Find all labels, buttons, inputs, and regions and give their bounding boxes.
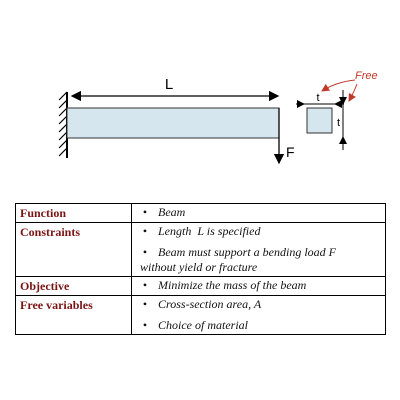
thickness-label-side: t [337,117,340,129]
table-row-objective: Objective • Minimize the mass of the bea… [15,276,386,296]
row-heading: Objective [15,276,132,296]
list-item: • Length L is specified [132,224,381,239]
list-item-continuation: without yield or fracture [140,260,258,274]
bullet-icon: • [142,205,148,219]
bullet-icon: • [142,245,148,259]
row-heading: Function [15,203,132,223]
row-heading: Free variables [15,295,132,335]
beam [66,107,280,139]
bullet-icon: • [142,297,148,311]
table-row-function: Function • Beam [15,203,386,223]
thickness-label-top: t [316,92,319,104]
bullet-icon: • [142,278,148,292]
table-row-free-variables: Free variables • Cross-section area, A •… [15,295,386,335]
bullet-icon: • [142,224,148,238]
list-item: • Choice of material [132,318,381,333]
force-label: F [286,144,295,160]
bullet-icon: • [142,318,148,332]
row-heading: Constraints [15,222,132,277]
cross-section-square [306,107,333,134]
fixed-wall [58,91,68,158]
list-item: • Beam must support a bending load F [132,245,381,260]
beam-diagram: L F t t Free [58,70,378,165]
design-requirements-table: Function • Beam Constraints • Length L i… [15,203,386,335]
list-item: • Cross-section area, A [132,297,381,312]
list-item: • Beam [132,205,381,220]
free-pointer-arrow [321,79,356,92]
free-pointer-arrow-2 [348,83,358,102]
table-row-constraints: Constraints • Length L is specified • Be… [15,222,386,277]
length-label: L [165,76,173,93]
list-item: • Minimize the mass of the beam [132,278,381,293]
free-label: Free [355,70,378,82]
